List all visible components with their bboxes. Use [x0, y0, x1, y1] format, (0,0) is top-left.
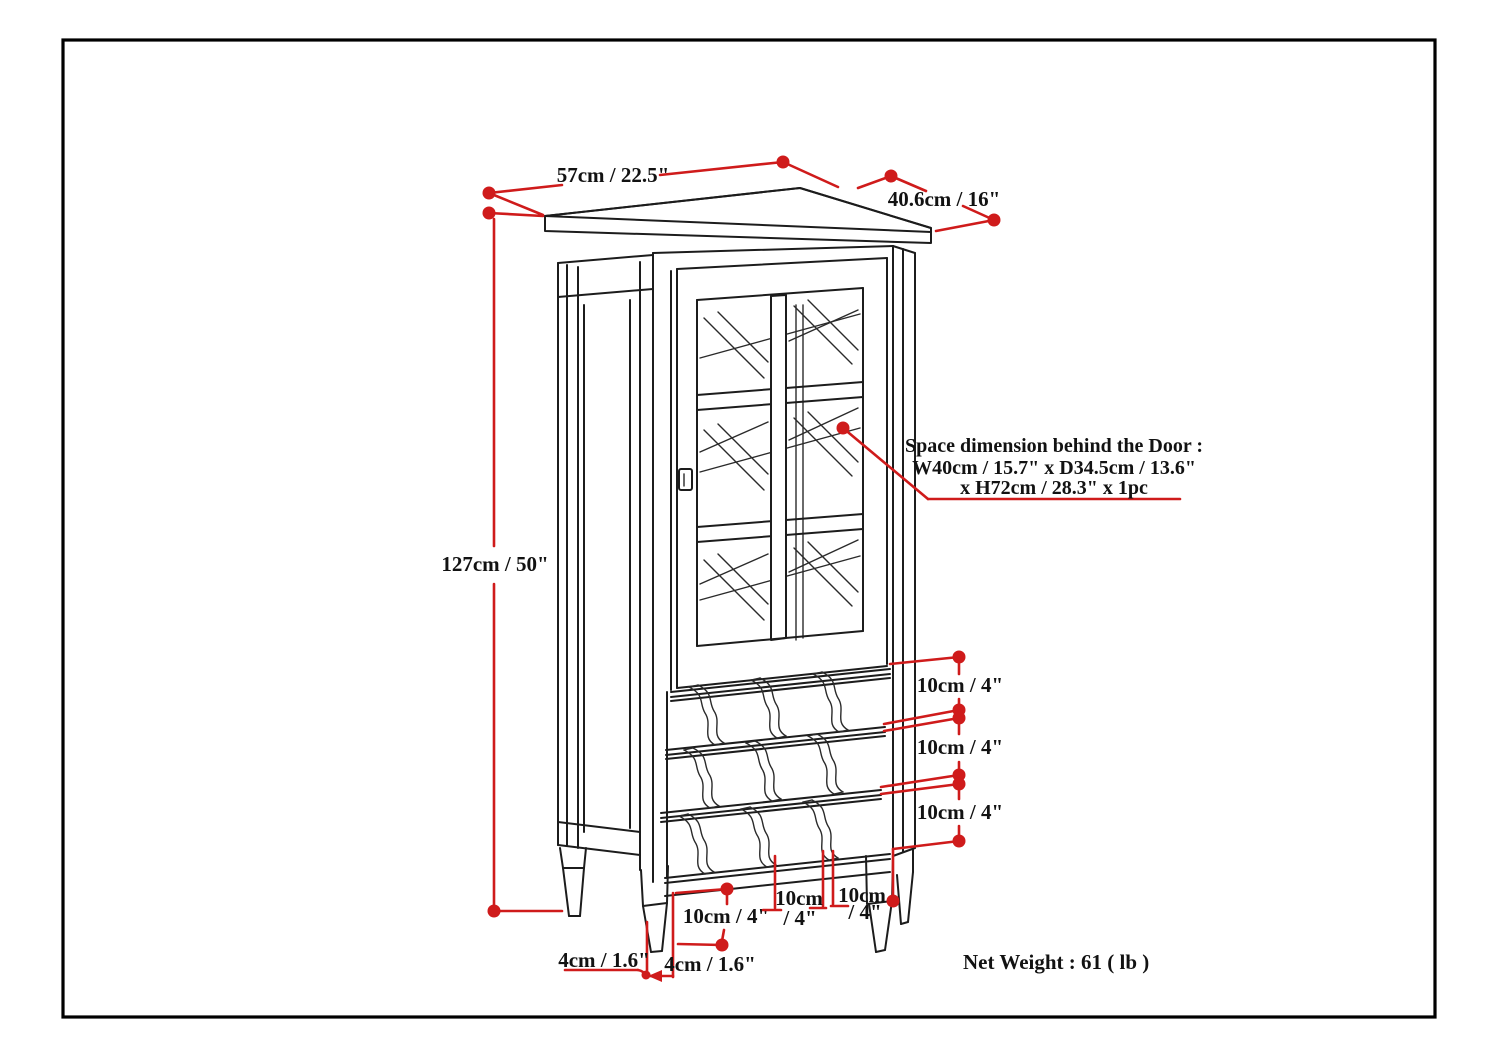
note-line3: x H72cm / 28.3" x 1pc: [960, 477, 1148, 499]
dim-front-gap: 10cm / 4": [674, 882, 769, 952]
drawing-border: [61, 38, 1437, 1019]
label-top-depth: 40.6cm / 16": [888, 187, 1001, 211]
wine-rack-dividers: [678, 671, 849, 875]
label-rack-gap-2: 10cm / 4": [917, 735, 1003, 759]
net-weight-label: Net Weight : 61 ( lb ): [963, 950, 1149, 974]
label-foot-width: 4cm / 1.6": [664, 952, 756, 976]
label-foot-height: 4cm / 1.6": [558, 948, 650, 972]
dim-total-height: 127cm / 50": [441, 206, 564, 918]
label-rack-gap-1: 10cm / 4": [917, 673, 1003, 697]
label-slot-gap-2-bottom: / 4": [847, 900, 881, 924]
cabinet-left-side: [557, 254, 654, 856]
dim-interior-note: Space dimension behind the Door : W40cm …: [836, 421, 1203, 501]
dim-slot-spacing: 10cm / 4" 10cm / 4": [761, 849, 886, 930]
label-slot-gap-2-top: 10cm: [838, 883, 886, 907]
dim-top-width: 57cm / 22.5": [482, 155, 840, 217]
label-total-height: 127cm / 50": [441, 552, 548, 576]
label-slot-gap-1-bottom: / 4": [782, 906, 816, 930]
label-rack-gap-3: 10cm / 4": [917, 800, 1003, 824]
label-slot-gap-1-top: 10cm: [775, 886, 823, 910]
dimension-annotations: 57cm / 22.5" 40.6cm / 16" 127cm / 50": [441, 155, 1203, 982]
dim-top-depth: 40.6cm / 16": [856, 169, 1001, 233]
dim-foot: 4cm / 1.6" 4cm / 1.6": [558, 891, 756, 982]
cabinet-line-art: [544, 187, 932, 953]
note-line1: Space dimension behind the Door :: [905, 435, 1203, 457]
door-handle: [678, 468, 693, 491]
glass-reflection-lines: [703, 299, 859, 621]
cabinet-right-side: [892, 245, 916, 857]
door-center-mullion: [770, 294, 787, 641]
label-top-width: 57cm / 22.5": [557, 163, 670, 187]
cabinet-front-frame: [639, 245, 894, 883]
label-front-gap: 10cm / 4": [683, 904, 769, 928]
cabinet-tabletop: [544, 187, 932, 244]
note-line2: W40cm / 15.7" x D34.5cm / 13.6": [912, 457, 1196, 479]
dim-rack-spacing: 10cm / 4" 10cm / 4" 10cm / 4": [879, 650, 1003, 908]
